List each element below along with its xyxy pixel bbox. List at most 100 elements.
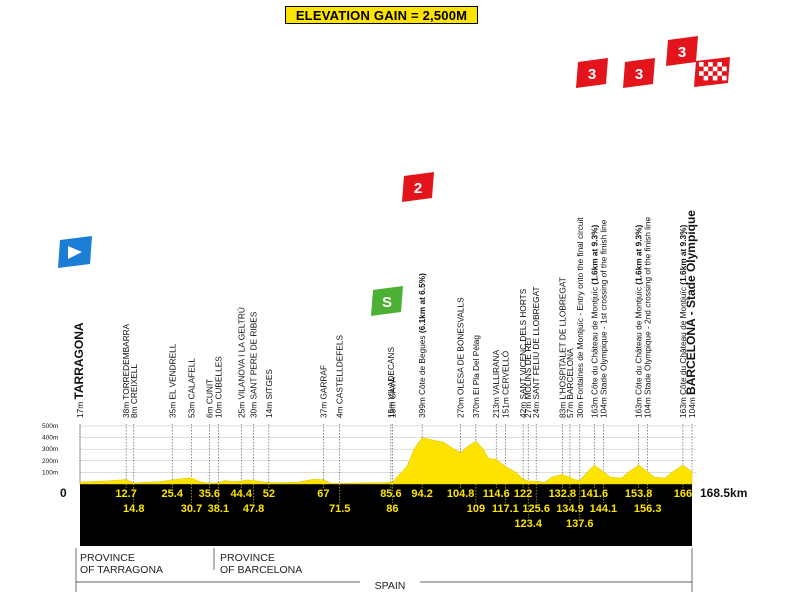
y-tick-label: 200m <box>42 458 58 465</box>
waypoint-name: VALLIRANA <box>491 349 501 395</box>
waypoint-name: MOLINS DE REI <box>523 338 533 400</box>
waypoint-altitude: 10m <box>213 400 223 418</box>
finish-checker-square <box>703 66 709 72</box>
waypoint-name: EL VENDRELL <box>167 343 177 399</box>
waypoint-altitude: 163m <box>589 395 599 418</box>
waypoint-altitude: 25m <box>236 400 246 418</box>
km-label: 14.8 <box>123 503 144 515</box>
waypoint-label: 30m SANT PERE DE RIBES <box>249 311 259 418</box>
waypoint-label: 104m Stade Olympique - 1st crossing of t… <box>598 219 608 418</box>
km-label: 122 <box>514 488 532 500</box>
waypoint-label: 37m GARRAF <box>318 365 328 418</box>
waypoint-label: 213m VALLIRANA <box>491 349 501 418</box>
major-waypoint-label: 17m TARRAGONA <box>72 322 86 418</box>
waypoint-altitude: 104m <box>687 395 697 418</box>
km-label: 153.8 <box>625 488 653 500</box>
finish-checker-square <box>722 66 727 72</box>
start-arrow-icon <box>68 246 82 259</box>
waypoint-label: 163m Côte du Château de Montjuïc (1.6km … <box>678 225 688 418</box>
waypoint-name: CUNIT <box>204 379 214 404</box>
waypoint-altitude: 213m <box>491 395 501 418</box>
waypoint-name: VILANOVA I LA GELTRÚ <box>236 307 246 399</box>
distance-panel <box>80 484 692 546</box>
province-tarragona-line2: OF TARRAGONA <box>80 564 164 576</box>
finish-checker-square <box>708 71 713 76</box>
waypoint-label: 24m SANT FELIU DE LLOBREGAT <box>531 286 541 418</box>
waypoint-label: 4m CASTELLDEFELS <box>335 335 345 418</box>
finish-checker-square <box>712 66 718 72</box>
waypoint-label: 104m Stade Olympique - 2nd crossing of t… <box>643 217 653 418</box>
finish-checker-square <box>699 62 704 67</box>
climb-category-icon <box>623 58 655 88</box>
waypoint-name: Fontaines de Montjuïc - Entry onto the f… <box>575 217 585 400</box>
km-label: 25.4 <box>162 488 184 500</box>
waypoint-altitude: 270m <box>456 395 466 418</box>
km-label: 114.6 <box>483 488 510 500</box>
waypoint-altitude: 151m <box>500 395 510 418</box>
waypoint-label: 10m CUBELLES <box>213 356 223 418</box>
waypoint-name: Côte du Château de Montjuïc <box>678 287 688 395</box>
km-label: 47.8 <box>243 503 264 515</box>
climb-category-label: 3 <box>678 44 686 61</box>
waypoint-altitude: 30m <box>575 400 585 418</box>
waypoint-altitude: 24m <box>531 400 541 418</box>
finish-checker-square <box>699 71 704 76</box>
waypoint-altitude: 30m <box>249 400 259 418</box>
waypoint-altitude: 42m <box>518 400 528 418</box>
waypoint-label: 83m L'HOSPITALET DE LLOBREGAT <box>557 277 567 418</box>
waypoint-name: SANT PERE DE RIBES <box>249 311 259 399</box>
waypoint-name: El Pla Del Pèlag <box>471 335 481 395</box>
waypoint-label: 53m CALAFELL <box>187 358 197 418</box>
waypoint-label: 6m CUNIT <box>204 379 214 418</box>
waypoint-altitude: 27m <box>523 400 533 418</box>
waypoint-label: 151m CERVELLÓ <box>500 350 510 418</box>
waypoint-altitude: 163m <box>678 395 688 418</box>
country-label: SPAIN <box>374 580 406 592</box>
waypoint-altitude: 370m <box>471 395 481 418</box>
waypoint-name: L'HOSPITALET DE LLOBREGAT <box>557 277 567 399</box>
waypoint-label: 25m VILANOVA I LA GELTRÚ <box>236 307 246 418</box>
km-label: 141.6 <box>581 488 609 500</box>
waypoint-altitude: 18m <box>387 400 397 418</box>
waypoint-label: 270m OLESA DE BONESVALLS <box>456 297 466 418</box>
province-tarragona-line1: PROVINCE <box>80 552 135 564</box>
waypoint-label: 30m Fontaines de Montjuïc - Entry onto t… <box>575 217 585 418</box>
waypoint-altitude: 57m <box>565 400 575 418</box>
climb-stats: (1.6km at 9.3%) <box>678 225 688 287</box>
waypoint-name: CUBELLES <box>213 356 223 400</box>
km-label: 86 <box>386 503 398 515</box>
km-label: 132.8 <box>549 488 577 500</box>
waypoint-name: BARCELONA - Stade Olympique <box>684 210 698 395</box>
waypoint-label: 27m MOLINS DE REI <box>523 338 533 418</box>
waypoint-altitude: 104m <box>643 395 653 418</box>
finish-checker-square <box>717 62 722 67</box>
elevation-gain-badge: ELEVATION GAIN = 2,500M <box>285 6 478 24</box>
climb-stats: (1.6km at 9.3%) <box>589 225 599 287</box>
waypoint-altitude: 17m <box>75 400 85 418</box>
km-label: 30.7 <box>181 503 202 515</box>
waypoint-altitude: 6m <box>204 404 214 418</box>
km-label: 117.1 <box>492 503 519 515</box>
climb-stats: (6.1km at 6.5%) <box>417 273 427 335</box>
km-label: 44.4 <box>231 488 253 500</box>
total-distance-label: 168.5km <box>700 486 747 500</box>
climb-stats: (1.6km at 9.3%) <box>634 225 644 287</box>
y-tick-label: 100m <box>42 469 58 476</box>
waypoint-altitude: 4m <box>335 404 345 418</box>
province-barcelona-line1: PROVINCE <box>220 552 275 564</box>
start-km-label: 0 <box>60 486 67 500</box>
waypoint-label: 370m El Pla Del Pèlag <box>471 335 481 418</box>
waypoint-altitude: 53m <box>187 400 197 418</box>
climb-category-icon <box>402 172 434 202</box>
km-label: 85.6 <box>380 488 401 500</box>
km-label: 144.1 <box>590 503 618 515</box>
waypoint-label: 8m CREIXELL <box>129 364 139 418</box>
waypoint-name: CREIXELL <box>129 364 139 405</box>
y-tick-label: 400m <box>42 435 58 442</box>
waypoint-label: 38m TORREDEMBARRA <box>121 323 131 418</box>
waypoint-label: 42m SANT VICENÇ DELS HORTS <box>518 288 528 418</box>
waypoint-name: GARRAF <box>318 365 328 400</box>
waypoint-name: Stade Olympique - 2nd crossing of the fi… <box>643 217 653 395</box>
waypoint-altitude: 104m <box>598 395 608 418</box>
